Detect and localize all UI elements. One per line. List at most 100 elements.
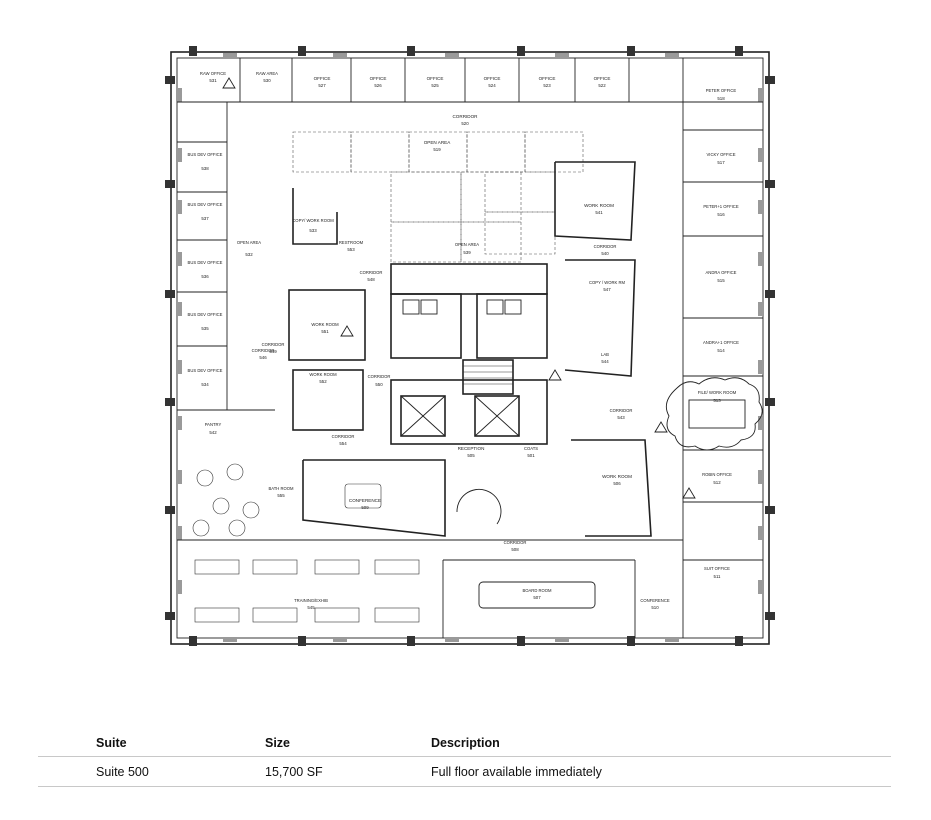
room-number: 519 [433,147,441,152]
cell-size: 15,700 SF [265,764,323,779]
room-name: PETER+1 OFFICE [703,204,738,209]
room-name: VICKY OFFICE [706,152,735,157]
room-number: 547 [603,287,611,292]
room-number: 501 [527,453,535,458]
room-name: CORRIDOR [252,348,275,353]
room-number: 522 [598,83,606,88]
room-number: 534 [201,382,209,387]
room-number: 513 [713,398,721,403]
room-name: BATH ROOM [268,486,294,491]
room-name: PANTRY [205,422,222,427]
room-number: 542 [209,430,217,435]
room-name: CORRIDOR [262,342,285,347]
room-labels: RAW OFFICE 531 RAW AREA 530 OFFICE 527 O… [188,71,740,610]
suite-table: Suite Size Description Suite 500 15,700 … [38,730,891,787]
table-row: Suite 500 15,700 SF Full floor available… [38,757,891,787]
room-number: 539 [463,250,471,255]
room-name: PETER OFFICE [706,88,737,93]
room-number: 514 [717,348,725,353]
room-number: 509 [361,505,369,510]
header-description: Description [431,736,500,750]
room-name: CORRIDOR [594,244,617,249]
room-name: COPY / WORK RM [589,280,625,285]
room-name: OFFICE [484,76,501,81]
room-number: 508 [511,547,519,552]
room-number: 552 [319,379,327,384]
room-number: 546 [259,355,267,360]
structural-columns [165,46,775,646]
room-name: CONFERENCE [640,598,670,603]
room-name: WORK ROOM [311,322,339,327]
room-number: 506 [613,481,621,486]
room-name: OFFICE [539,76,556,81]
room-name: WORK ROOM [602,474,632,479]
room-name: OFFICE [370,76,387,81]
room-name: WORK ROOM [309,372,337,377]
room-name: FILE/ WORK ROOM [698,390,737,395]
room-name: CORRIDOR [610,408,633,413]
room-number: 535 [201,326,209,331]
room-name: CORRIDOR [360,270,383,275]
room-name: OPEN AREA [424,140,451,145]
room-name: CORRIDOR [368,374,391,379]
room-name: ANDRA+1 OFFICE [703,340,739,345]
room-number: 505 [467,453,475,458]
room-number: 540 [601,251,609,256]
room-number: 526 [374,83,382,88]
room-number: 515 [717,278,725,283]
room-number: 512 [713,480,721,485]
room-number: 510 [651,605,659,610]
room-number: 532 [245,252,253,257]
room-number: 524 [488,83,496,88]
room-number: 550 [375,382,383,387]
room-number: 517 [717,160,725,165]
room-name: COATS [524,446,538,451]
room-name: CORRIDOR [504,540,527,545]
room-number: 511 [714,574,722,579]
room-number: 531 [209,78,217,83]
header-suite: Suite [96,736,127,750]
room-name: CORRIDOR [452,114,478,119]
room-number: 551 [321,329,329,334]
room-name: LAB [601,352,609,357]
room-number: 507 [533,595,541,600]
room-name: BUS DEV OFFICE [188,202,223,207]
room-number: 549 [269,349,277,354]
room-number: 543 [617,415,625,420]
room-number: 516 [717,212,725,217]
room-name: SUIT OFFICE [704,566,730,571]
room-number: 538 [201,166,209,171]
room-number: 527 [318,83,326,88]
room-number: 520 [461,121,469,126]
room-number: 523 [543,83,551,88]
room-name: ANDRA OFFICE [706,270,737,275]
room-name: CONFERENCE [349,498,381,503]
room-name: RECEPTION [458,446,485,451]
room-name: RAW AREA [256,71,278,76]
room-number: 553 [347,247,355,252]
room-name: BUS DEV OFFICE [188,312,223,317]
room-name: BUS DEV OFFICE [188,368,223,373]
room-number: 536 [201,274,209,279]
table-header: Suite Size Description [38,730,891,757]
header-size: Size [265,736,291,750]
room-number: 555 [277,493,285,498]
floor-plan: RAW OFFICE 531 RAW AREA 530 OFFICE 527 O… [165,40,775,652]
room-name: CORRIDOR [332,434,355,439]
room-name: OFFICE [314,76,331,81]
room-name: BUS DEV OFFICE [188,152,223,157]
room-number: 537 [201,216,209,221]
cell-description: Full floor available immediately [431,764,602,779]
room-number: 544 [601,359,609,364]
room-number: 518 [717,96,725,101]
room-number: 530 [263,78,271,83]
room-name: OFFICE [594,76,611,81]
room-name: RAW OFFICE [200,71,226,76]
room-number: 525 [431,83,439,88]
room-name: BUS DEV OFFICE [188,260,223,265]
room-number: 533 [309,228,317,233]
room-number: 554 [339,441,347,446]
room-name: OPEN AREA [455,242,479,247]
room-name: OPEN AREA [237,240,261,245]
room-name: RESTROOM [339,240,364,245]
